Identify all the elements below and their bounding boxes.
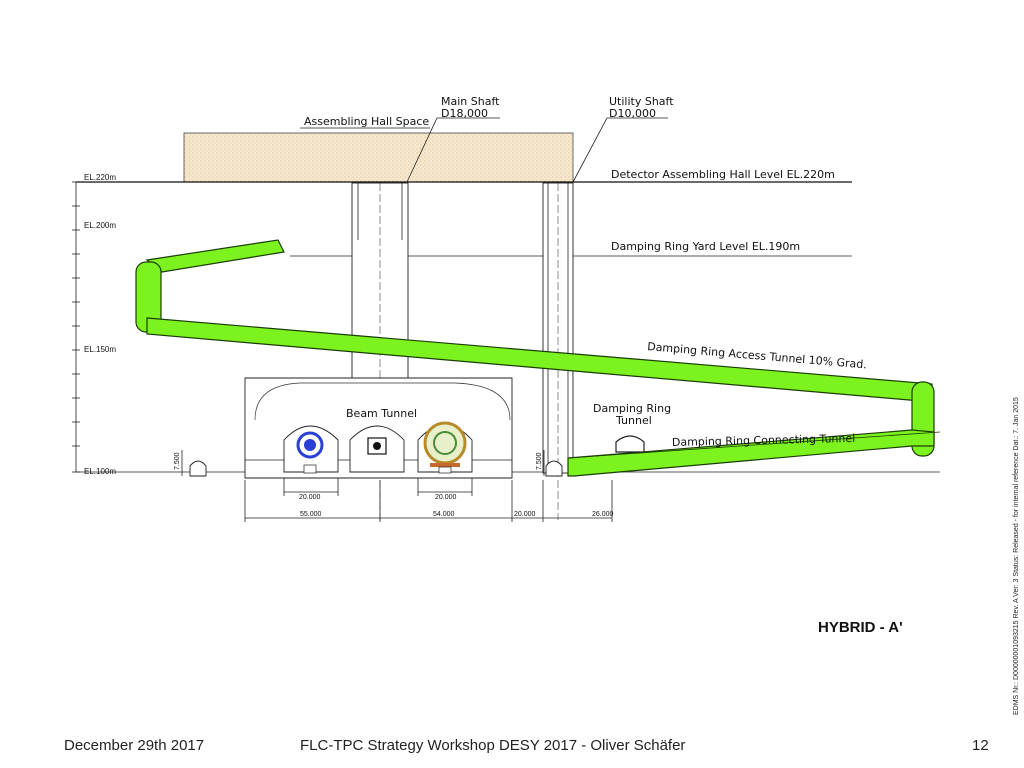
right-height-dimension: 7.500 [536,452,543,470]
dimension-lines [181,450,613,522]
drawing-title: HYBRID - A' [818,619,903,636]
utility-shaft-label: Utility Shaft [609,95,674,108]
damping-ring-tunnel-section [615,435,645,453]
beam-tunnel-label: Beam Tunnel [346,407,417,420]
damping-ring-access-tunnel [135,239,935,457]
utility-shaft [542,182,574,520]
right-small-tunnel [545,460,563,477]
left-height-dimension: 7.500 [174,452,181,470]
left-small-tunnel [189,460,207,477]
elevation-label-100: EL.100m [84,467,116,476]
main-shaft-label: Main Shaft [441,95,500,108]
main-shaft-diameter: D18,000 [441,107,488,120]
beam-tunnel-left [283,425,339,474]
cavern-right-width: 20.000 [435,494,457,501]
damping-ring-connecting-tunnel [567,429,941,477]
cavern-left-width: 20.000 [299,494,321,501]
beam-tunnel-center [349,425,405,473]
damping-ring-tunnel-label-line2: Tunnel [615,414,652,427]
elevation-label-150: EL.150m [84,345,116,354]
footer-event: FLC-TPC Strategy Workshop DESY 2017 - Ol… [300,737,686,754]
footer-page-number: 12 [972,737,989,754]
utility-shaft-diameter: D10,000 [609,107,656,120]
span-26-dimension: 26.000 [592,511,614,518]
assembling-hall-space-label: Assembling Hall Space [304,115,429,128]
footer-date: December 29th 2017 [64,737,205,754]
elevation-label-220: EL.220m [84,173,116,182]
span-55-dimension: 55.000 [300,511,322,518]
elevation-scale: EL.220m EL.200m EL.150m EL.100m [72,173,116,476]
detector-hall-level-label: Detector Assembling Hall Level EL.220m [611,168,835,181]
connecting-tunnel-label: Damping Ring Connecting Tunnel [672,432,856,449]
beam-tunnel-right [417,421,473,474]
span-54-dimension: 54.000 [433,511,455,518]
elevation-label-200: EL.200m [84,221,116,230]
edms-reference: EDMS Nr.: D00000001093215 Rev. A Ver: 3 … [1013,397,1020,715]
assembling-hall-block [183,132,574,183]
damping-ring-tunnel-label-line1: Damping Ring [593,402,671,415]
damping-ring-yard-level-label: Damping Ring Yard Level EL.190m [611,240,800,253]
span-20-dimension: 20.000 [514,511,536,518]
